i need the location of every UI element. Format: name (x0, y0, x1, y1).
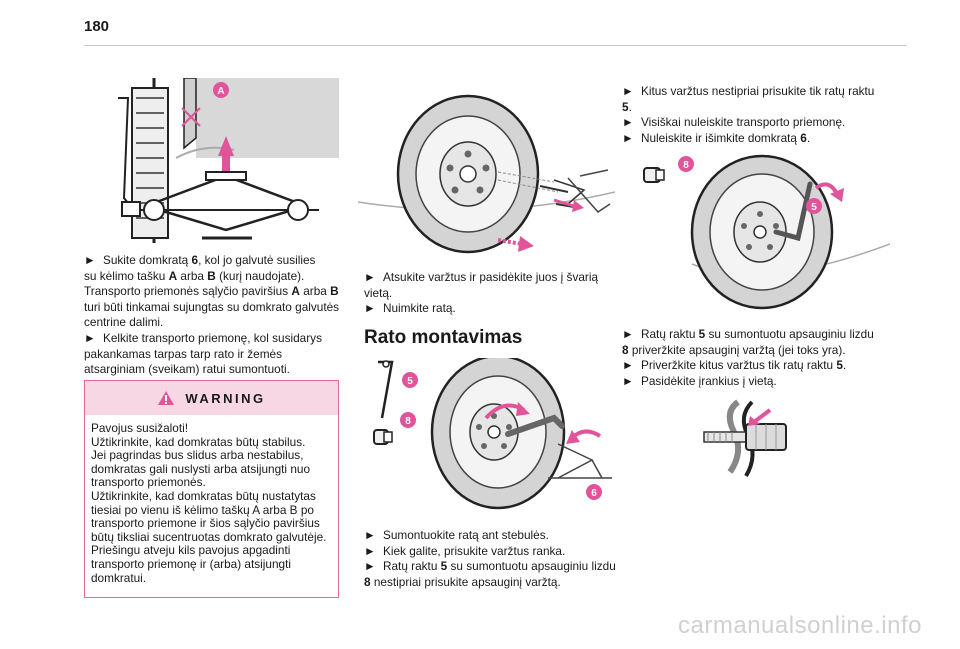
callout-5-label: 5 (407, 376, 413, 387)
col2-line: 8 nestipriai prisukite apsauginį varžtą. (364, 574, 561, 589)
warning-triangle-icon (158, 391, 175, 405)
column2-instructions-bottom: ► Sumontuokite ratą ant stebulės. ► Kiek… (364, 528, 624, 590)
callout-8-label: 8 (405, 416, 411, 427)
top-divider (84, 45, 906, 46)
wheel-mounting-illustration: 5 8 6 (358, 358, 615, 518)
warning-text: Pavojus susižaloti! Užtikrinkite, kad do… (91, 421, 327, 585)
col1-line: atsarginiam (sveikam) ratui sumontuoti. (84, 362, 290, 377)
col1-line: turi būti tinkamai sujungtas su domkrato… (84, 299, 340, 314)
callout-5-marker (402, 372, 418, 388)
col3-line: ► Nuleiskite ir išimkite domkratą 6. (622, 130, 811, 145)
callout-8-marker (400, 412, 416, 428)
callout-5-label: 5 (811, 202, 817, 213)
col2-line: ► Sumontuokite ratą ant stebulės. (364, 528, 549, 542)
section-title: Rato montavimas (364, 327, 523, 348)
col3-line: ► Visiškai nuleiskite transporto priemon… (622, 115, 846, 130)
watermark: carmanualsonline.info (678, 612, 922, 639)
warning-header: WARNING (85, 381, 338, 415)
col2-line: ► Ratų raktu 5 su sumontuotu apsauginiu … (364, 559, 616, 574)
column2-instructions-top: ► Atsukite varžtus ir pasidėkite juos į … (364, 270, 624, 317)
col1-line: ► Kelkite transporto priemonę, kol susid… (84, 330, 322, 345)
jack-lifting-illustration: A (84, 78, 339, 248)
col2-line: vietą. (364, 285, 393, 300)
callout-6-marker (586, 484, 602, 500)
callout-a-label: A (217, 86, 224, 97)
warning-title: WARNING (185, 390, 266, 406)
callout-a-marker (213, 82, 229, 98)
locking-bolt-tightening-illustration: 8 5 (632, 152, 890, 312)
col1-line: su kėlimo tašku A arba B (kurį naudojate… (84, 268, 305, 283)
col3-line: ► Pasidėkite įrankius į vietą. (622, 373, 777, 388)
locking-bolt-detail-illustration (690, 392, 810, 482)
col3-line: ► Kitus varžtus nestipriai prisukite tik… (622, 84, 875, 98)
column1-instructions: ► Sukite domkratą 6, kol jo galvutė susi… (84, 253, 344, 378)
col1-line: pakankamas tarpas tarp rato ir žemės (84, 346, 283, 361)
col1-line: ► Sukite domkratą 6, kol jo galvutė susi… (84, 253, 316, 267)
column3-instructions-bottom: ► Ratų raktu 5 su sumontuotu apsauginiu … (622, 327, 892, 389)
col3-line: ► Ratų raktu 5 su sumontuotu apsauginiu … (622, 327, 874, 341)
col2-line: ► Kiek galite, prisukite varžtus ranka. (364, 543, 566, 558)
col1-line: Transporto priemonės sąlyčio paviršius A… (84, 284, 339, 299)
col2-line: ► Atsukite varžtus ir pasidėkite juos į … (364, 270, 599, 284)
col3-line: ► Priveržkite kitus varžtus tik ratų rak… (622, 358, 847, 373)
wheel-removal-illustration (358, 92, 615, 260)
callout-6-label: 6 (591, 488, 597, 499)
col3-line: 8 priveržkite apsauginį varžtą (jei toks… (622, 342, 846, 357)
col3-line: 5. (622, 99, 632, 114)
callout-8-marker (678, 156, 694, 172)
callout-5-marker (806, 198, 822, 214)
column3-instructions-top: ► Kitus varžtus nestipriai prisukite tik… (622, 84, 892, 146)
page-number: 180 (84, 18, 110, 35)
col1-line: centrine dalimi. (84, 315, 164, 330)
col2-line: ► Nuimkite ratą. (364, 301, 456, 316)
warning-box: WARNING Pavojus susižaloti! Užtikrinkite… (84, 380, 339, 598)
callout-8-label: 8 (683, 160, 689, 171)
